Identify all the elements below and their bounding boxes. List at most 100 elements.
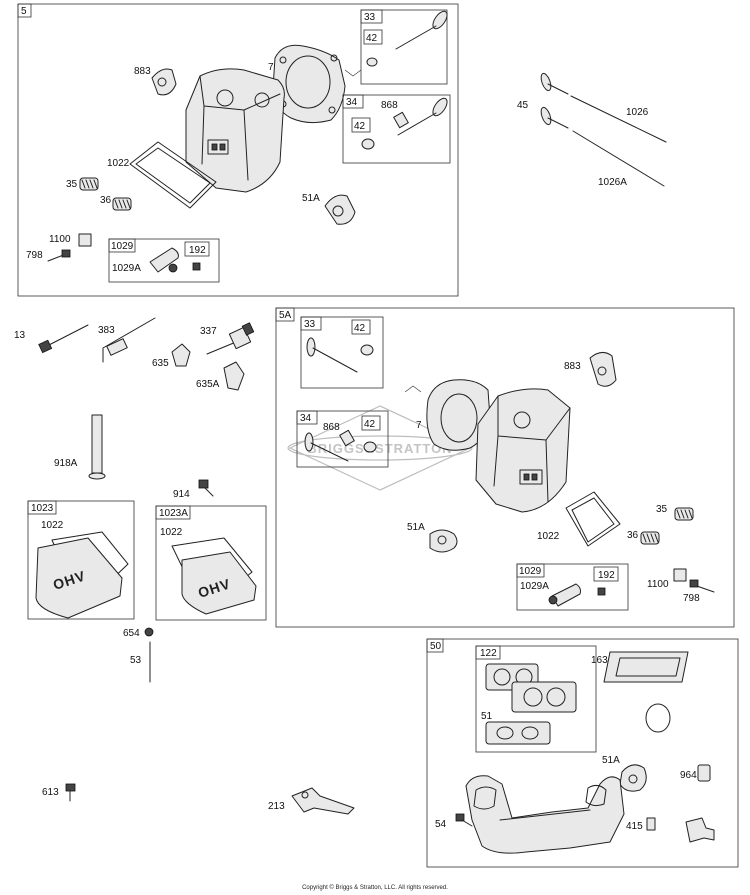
label-7b[interactable]: 7 <box>416 420 422 431</box>
valve-5A-icon <box>306 337 374 373</box>
valve-cover-gasket-icon <box>129 141 217 209</box>
label-122[interactable]: 122 <box>480 648 497 659</box>
label-1029A[interactable]: 1029A <box>112 263 141 274</box>
fitting-icon <box>697 764 711 782</box>
loose-parts: 13 383 337 635 635A 918A <box>14 317 255 500</box>
label-964[interactable]: 964 <box>680 770 697 781</box>
label-1022d[interactable]: 1022 <box>160 527 183 538</box>
label-918A[interactable]: 918A <box>54 458 78 469</box>
section-50: 50 122 51 163 51A 964 <box>426 638 739 868</box>
label-635A[interactable]: 635A <box>196 379 220 390</box>
label-1023[interactable]: 1023 <box>31 503 54 514</box>
box-33 <box>360 9 448 85</box>
bolt-icon <box>38 324 89 354</box>
label-54[interactable]: 54 <box>435 819 447 830</box>
label-868[interactable]: 868 <box>381 100 398 111</box>
label-53[interactable]: 53 <box>130 655 142 666</box>
label-51A[interactable]: 51A <box>302 193 320 204</box>
label-1022b[interactable]: 1022 <box>537 531 560 542</box>
label-45[interactable]: 45 <box>517 100 529 111</box>
label-7[interactable]: 7 <box>268 62 274 73</box>
label-36[interactable]: 36 <box>100 195 112 206</box>
elbow-fitting-icon <box>685 817 715 843</box>
label-192b[interactable]: 192 <box>598 570 615 581</box>
label-42[interactable]: 42 <box>366 33 378 44</box>
screw-5A-icon <box>689 579 715 593</box>
label-1029[interactable]: 1029 <box>111 241 134 252</box>
screw-914-icon <box>198 479 214 497</box>
label-13[interactable]: 13 <box>14 330 26 341</box>
label-914[interactable]: 914 <box>173 489 190 500</box>
label-42b[interactable]: 42 <box>354 121 366 132</box>
dipstick-icon <box>88 414 106 480</box>
bracket-icon <box>291 787 355 815</box>
screw-54-icon <box>455 813 473 827</box>
label-654[interactable]: 654 <box>123 628 140 639</box>
valve-spring-icon <box>79 177 99 191</box>
label-163[interactable]: 163 <box>591 655 608 666</box>
section-5: 5 33 42 883 7 <box>17 3 459 297</box>
label-1100b[interactable]: 1100 <box>647 579 669 590</box>
section-5-frame <box>17 3 459 297</box>
label-51[interactable]: 51 <box>481 711 493 722</box>
label-337[interactable]: 337 <box>200 326 217 337</box>
section-5A-frame <box>275 307 735 628</box>
head-gasket-5A-icon <box>426 379 491 451</box>
exhaust-valve-5A-icon <box>304 429 377 462</box>
valve-spring-5A-2-icon <box>640 531 660 545</box>
head-gasket-icon <box>272 44 346 124</box>
label-613[interactable]: 613 <box>42 787 59 798</box>
label-1022c[interactable]: 1022 <box>41 520 64 531</box>
governor-lever-5A-icon <box>548 583 606 607</box>
screw-613-icon <box>65 783 76 802</box>
exhaust-valve-icon <box>361 97 448 150</box>
label-798[interactable]: 798 <box>26 250 43 261</box>
label-883[interactable]: 883 <box>134 66 151 77</box>
watermark-text: BRIGGS&STRATTON <box>307 441 452 456</box>
label-35[interactable]: 35 <box>66 179 78 190</box>
boot-icon <box>171 343 191 367</box>
label-415[interactable]: 415 <box>626 821 643 832</box>
label-1022[interactable]: 1022 <box>107 158 130 169</box>
section-5-label: 5 <box>21 6 27 17</box>
label-1026[interactable]: 1026 <box>626 107 649 118</box>
label-213[interactable]: 213 <box>268 801 285 812</box>
label-33b[interactable]: 33 <box>304 319 316 330</box>
label-868b[interactable]: 868 <box>323 422 340 433</box>
copyright-text: Copyright © Briggs & Stratton, LLC. All … <box>302 885 448 891</box>
screw-icon <box>47 249 71 262</box>
intake-gasket-icon <box>324 194 356 225</box>
label-33[interactable]: 33 <box>364 12 376 23</box>
muffler-gasket-icon <box>603 651 689 683</box>
label-1026A[interactable]: 1026A <box>598 177 627 188</box>
label-383[interactable]: 383 <box>98 325 115 336</box>
governor-lever-icon <box>149 247 201 273</box>
exhaust-gasket-icon <box>151 68 177 96</box>
label-35b[interactable]: 35 <box>656 504 668 515</box>
label-34b[interactable]: 34 <box>300 413 312 424</box>
box-1029 <box>108 238 220 283</box>
label-798b[interactable]: 798 <box>683 593 700 604</box>
label-51Ab[interactable]: 51A <box>407 522 425 533</box>
intake-manifold-icon <box>465 775 625 854</box>
label-635[interactable]: 635 <box>152 358 169 369</box>
label-1029Ab[interactable]: 1029A <box>520 581 549 592</box>
label-42d[interactable]: 42 <box>364 419 376 430</box>
label-1029b[interactable]: 1029 <box>519 566 542 577</box>
label-34[interactable]: 34 <box>346 97 358 108</box>
cylinder-head-5A-icon <box>475 388 571 513</box>
label-42c[interactable]: 42 <box>354 323 366 334</box>
intake-gasket-50-icon <box>619 764 647 792</box>
valve-cover-kit-1023A: 1023A 1022 OHV <box>155 505 267 621</box>
nut-icon <box>144 627 154 637</box>
pushrod-group: 45 1026 1026A <box>517 72 667 188</box>
label-36b[interactable]: 36 <box>627 530 639 541</box>
label-1100[interactable]: 1100 <box>49 234 71 245</box>
label-192[interactable]: 192 <box>189 245 206 256</box>
label-51Ac[interactable]: 51A <box>602 755 620 766</box>
label-883b[interactable]: 883 <box>564 361 581 372</box>
gasket-set-icon <box>485 663 577 745</box>
valve-spring-5A-icon <box>674 507 694 521</box>
label-1023A[interactable]: 1023A <box>159 508 188 519</box>
